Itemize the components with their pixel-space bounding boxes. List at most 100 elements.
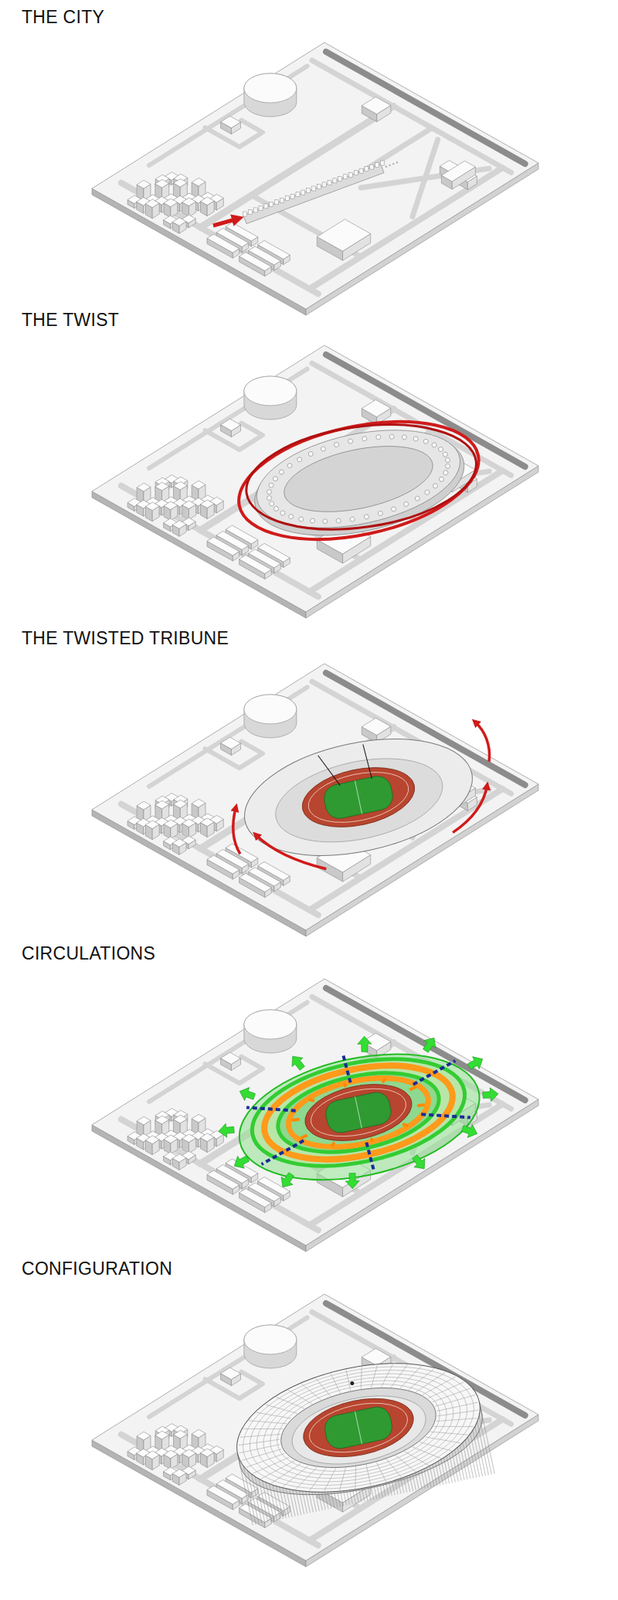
track-line bbox=[306, 1080, 411, 1145]
roof-grid bbox=[315, 1375, 331, 1399]
green-ring bbox=[271, 1059, 447, 1165]
building bbox=[163, 819, 178, 839]
row-building bbox=[239, 555, 272, 580]
track-line bbox=[305, 1395, 413, 1461]
cylinder-building bbox=[244, 694, 297, 738]
sight-line bbox=[318, 752, 341, 789]
panel bbox=[91, 1293, 539, 1567]
building bbox=[182, 818, 197, 839]
seat-module bbox=[390, 505, 397, 512]
row-building bbox=[239, 252, 272, 277]
stadium bbox=[204, 1009, 513, 1215]
building bbox=[316, 219, 371, 261]
seat-module bbox=[438, 446, 444, 452]
seat-block bbox=[380, 160, 385, 166]
roof-grid bbox=[366, 1464, 371, 1486]
building-roof bbox=[207, 536, 240, 556]
building-roof bbox=[136, 179, 151, 189]
building-roof bbox=[155, 482, 170, 491]
roof-grid bbox=[356, 1366, 367, 1389]
roof-grid bbox=[425, 1429, 461, 1450]
building-roof bbox=[220, 115, 242, 128]
roof-grid bbox=[396, 1365, 425, 1389]
building-roof bbox=[163, 1134, 178, 1144]
vertical-circulation bbox=[410, 1060, 459, 1085]
building-roof bbox=[361, 96, 391, 114]
stadium bbox=[224, 1342, 495, 1525]
building bbox=[145, 820, 160, 840]
seat-module bbox=[266, 495, 272, 501]
roof-grid bbox=[366, 1365, 382, 1388]
seat-block bbox=[290, 193, 295, 199]
field-line bbox=[354, 780, 362, 814]
red-curved-arrow bbox=[475, 719, 493, 763]
cylinder-top bbox=[244, 376, 297, 406]
roof-grid bbox=[376, 1460, 387, 1484]
road bbox=[121, 183, 319, 295]
seat-module bbox=[296, 456, 303, 462]
building bbox=[200, 1133, 214, 1153]
seat-block bbox=[353, 170, 358, 176]
seat-module bbox=[322, 518, 328, 524]
running-track bbox=[298, 1388, 420, 1466]
green-arrow bbox=[460, 1121, 480, 1141]
roof-grid bbox=[268, 1370, 448, 1485]
building bbox=[200, 1448, 214, 1468]
orange-tick bbox=[300, 1134, 308, 1138]
building-roof bbox=[207, 1485, 240, 1505]
row-building bbox=[207, 1485, 240, 1510]
seat-block bbox=[343, 174, 348, 180]
bowl-tier bbox=[268, 744, 451, 856]
roof-grid bbox=[305, 1467, 330, 1491]
roof-grid bbox=[246, 1356, 470, 1499]
building-roof bbox=[136, 482, 151, 492]
road bbox=[312, 60, 512, 173]
building-roof bbox=[200, 818, 214, 827]
roof-grid bbox=[268, 1463, 304, 1484]
seat-block bbox=[370, 164, 374, 170]
panel-heading: THE TWISTED TRIBUNE bbox=[21, 628, 229, 649]
seat-module bbox=[401, 434, 408, 440]
building-roof bbox=[191, 177, 206, 187]
road bbox=[325, 51, 526, 164]
mesh-line bbox=[479, 1402, 496, 1474]
seat-block bbox=[338, 176, 343, 181]
orange-tick bbox=[417, 1103, 425, 1107]
seat-module bbox=[377, 510, 384, 517]
seat-block bbox=[275, 200, 279, 205]
roof-grid bbox=[261, 1365, 456, 1490]
roof-grid bbox=[436, 1412, 477, 1427]
panel-heading: CIRCULATIONS bbox=[21, 943, 156, 964]
building-roof bbox=[200, 1448, 214, 1457]
vertical-circulation bbox=[246, 1097, 296, 1121]
roof-grid bbox=[241, 1449, 282, 1461]
seat-module bbox=[298, 516, 304, 522]
building-roof bbox=[239, 1188, 272, 1208]
building-roof bbox=[145, 820, 160, 829]
tribune-tail bbox=[385, 162, 398, 167]
seat-module bbox=[279, 509, 286, 516]
red-curved-arrow bbox=[255, 821, 326, 882]
roof-grid bbox=[431, 1388, 472, 1403]
inner-void bbox=[278, 434, 439, 523]
building bbox=[361, 96, 391, 122]
seat-module bbox=[389, 434, 395, 440]
building-roof bbox=[239, 555, 272, 574]
building-roof bbox=[145, 1135, 160, 1145]
building-roof bbox=[239, 873, 272, 893]
building bbox=[172, 1154, 187, 1171]
roof-grid bbox=[404, 1446, 429, 1470]
seat-block bbox=[348, 172, 353, 177]
building bbox=[163, 501, 178, 521]
orange-tick bbox=[309, 1097, 315, 1102]
building-roof bbox=[220, 418, 242, 431]
roof-grid bbox=[301, 1380, 322, 1404]
seat-module bbox=[320, 445, 326, 452]
building bbox=[172, 1469, 187, 1486]
seat-module bbox=[266, 488, 272, 495]
roof-grid bbox=[248, 1412, 287, 1431]
inner-tribune bbox=[273, 1375, 444, 1481]
panel-heading: CONFIGURATION bbox=[21, 1259, 173, 1279]
seat-module bbox=[444, 463, 451, 469]
orange-tick bbox=[409, 1086, 417, 1090]
